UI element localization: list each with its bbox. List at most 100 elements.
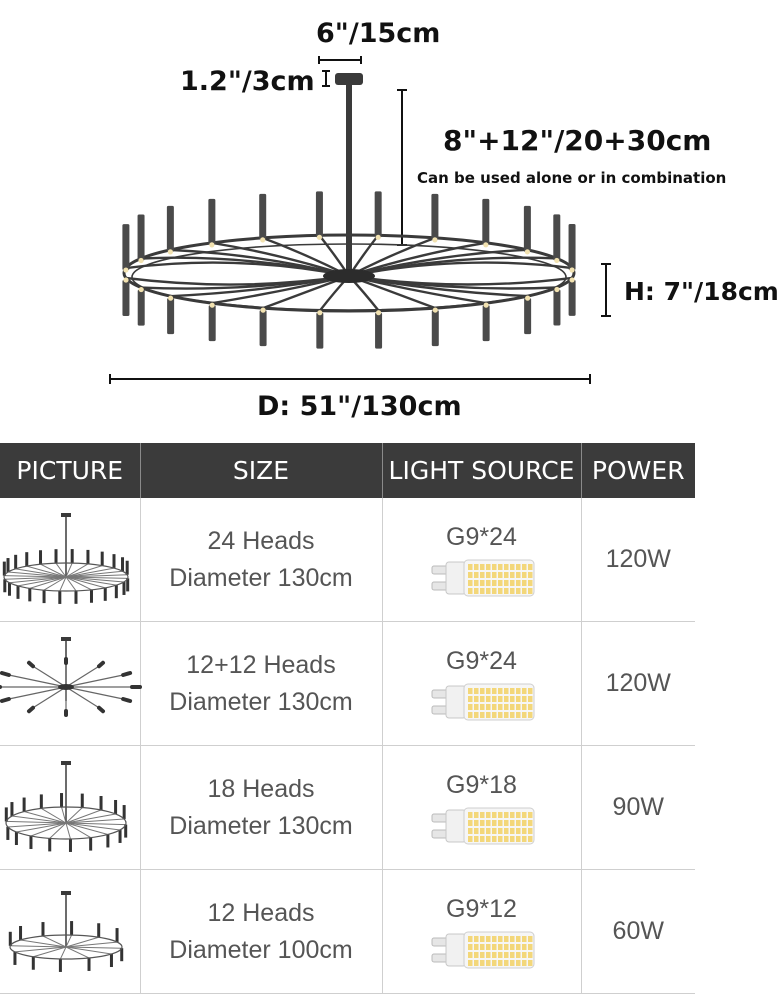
thumb-arm	[15, 567, 67, 577]
led-chip	[497, 811, 502, 818]
led-chip	[515, 827, 520, 834]
suspension-rod	[346, 85, 352, 273]
thumb-tube	[27, 705, 35, 713]
thumb-arm	[10, 944, 67, 947]
thumb-arm	[20, 938, 67, 947]
thumb-tube	[97, 705, 105, 713]
thumb-tube	[122, 581, 126, 595]
led-chip	[497, 835, 502, 842]
led-chip	[473, 579, 478, 586]
led-chip	[485, 695, 490, 702]
led-chip	[503, 819, 508, 826]
thumb-tube	[114, 799, 118, 814]
size-heads: 24 Heads	[207, 526, 315, 555]
led-chip	[521, 571, 526, 578]
led-chip	[509, 579, 514, 586]
thumb-arm	[65, 946, 122, 949]
light-tube	[431, 310, 439, 347]
led-chip	[467, 835, 472, 842]
led-chip	[479, 571, 484, 578]
led-chip	[503, 959, 508, 966]
size-diameter: Diameter 130cm	[169, 687, 353, 716]
light-tube	[316, 312, 324, 349]
led-chip	[479, 711, 484, 718]
thumb-tube	[42, 589, 46, 603]
led-chip	[509, 587, 514, 594]
thumb-arm	[65, 946, 112, 955]
light-tube	[482, 198, 490, 245]
led-chip	[521, 951, 526, 958]
light-tube	[208, 198, 216, 245]
bulb-base	[445, 809, 466, 842]
led-chip	[467, 587, 472, 594]
light-glow	[525, 295, 531, 301]
light-glow	[316, 234, 323, 240]
thumb-tube	[70, 548, 74, 563]
led-chip	[509, 959, 514, 966]
thumb-canopy	[61, 760, 71, 765]
led-chip	[521, 943, 526, 950]
led-chip	[497, 687, 502, 694]
light-tube	[137, 214, 145, 261]
bulb-base	[445, 933, 466, 966]
light-glow	[554, 257, 560, 264]
thumb-arm	[65, 576, 77, 591]
led-chip	[515, 571, 520, 578]
light-glow	[317, 310, 323, 316]
table-row: 12+12 Heads Diameter 130cm G9*24 120W	[0, 621, 695, 746]
light-glow	[209, 302, 215, 308]
led-chip	[473, 811, 478, 818]
thumb-arm	[65, 822, 71, 839]
table-header-row: PICTURE SIZE LIGHT SOURCE POWER	[0, 443, 695, 498]
light-glow	[483, 302, 489, 308]
led-chip	[485, 687, 490, 694]
led-chip	[467, 571, 472, 578]
led-chip	[467, 935, 472, 942]
light-source-label: G9*18	[446, 770, 517, 799]
light-tube	[568, 279, 576, 316]
thumb-arm	[6, 820, 67, 823]
led-chip	[521, 811, 526, 818]
led-chip	[527, 935, 532, 942]
led-chip	[527, 579, 532, 586]
led-chip	[527, 587, 532, 594]
thumb-tube	[109, 953, 113, 967]
bulb-base	[445, 685, 466, 718]
thumb-arm	[65, 576, 128, 579]
thumb-arm	[32, 685, 67, 708]
size-diameter: Diameter 130cm	[169, 811, 353, 840]
led-chip	[473, 703, 478, 710]
thumb-tube	[80, 793, 84, 808]
power-cell: 60W	[581, 869, 695, 994]
led-chip	[467, 951, 472, 958]
table-row: 18 Heads Diameter 130cm G9*18 90W	[0, 745, 695, 870]
thumb-tube	[48, 837, 52, 851]
led-chip	[479, 703, 484, 710]
thumb-arm	[30, 822, 67, 836]
led-chip	[467, 563, 472, 570]
thumb-tube	[41, 921, 45, 936]
led-chip	[509, 563, 514, 570]
led-chip	[491, 571, 496, 578]
thumb-tube	[89, 837, 93, 851]
thumb-arm	[65, 809, 102, 823]
led-chip	[479, 943, 484, 950]
led-chip	[497, 819, 502, 826]
thumb-arm	[65, 576, 117, 586]
thumb-arm	[65, 934, 73, 947]
led-chip	[527, 835, 532, 842]
led-chip	[515, 811, 520, 818]
light-glow	[123, 277, 129, 283]
led-chip	[521, 703, 526, 710]
thumb-tube	[14, 554, 18, 569]
chandelier-thumbnail-12	[8, 890, 124, 972]
led-chip	[503, 811, 508, 818]
g9-bulb-icon	[431, 807, 534, 844]
power-value: 120W	[605, 669, 671, 697]
light-tube	[166, 205, 174, 252]
thumb-arm	[11, 815, 67, 823]
led-chip	[473, 935, 478, 942]
power-value: 90W	[612, 793, 664, 821]
chandelier-thumbnail-24	[2, 512, 130, 604]
led-chip	[503, 711, 508, 718]
